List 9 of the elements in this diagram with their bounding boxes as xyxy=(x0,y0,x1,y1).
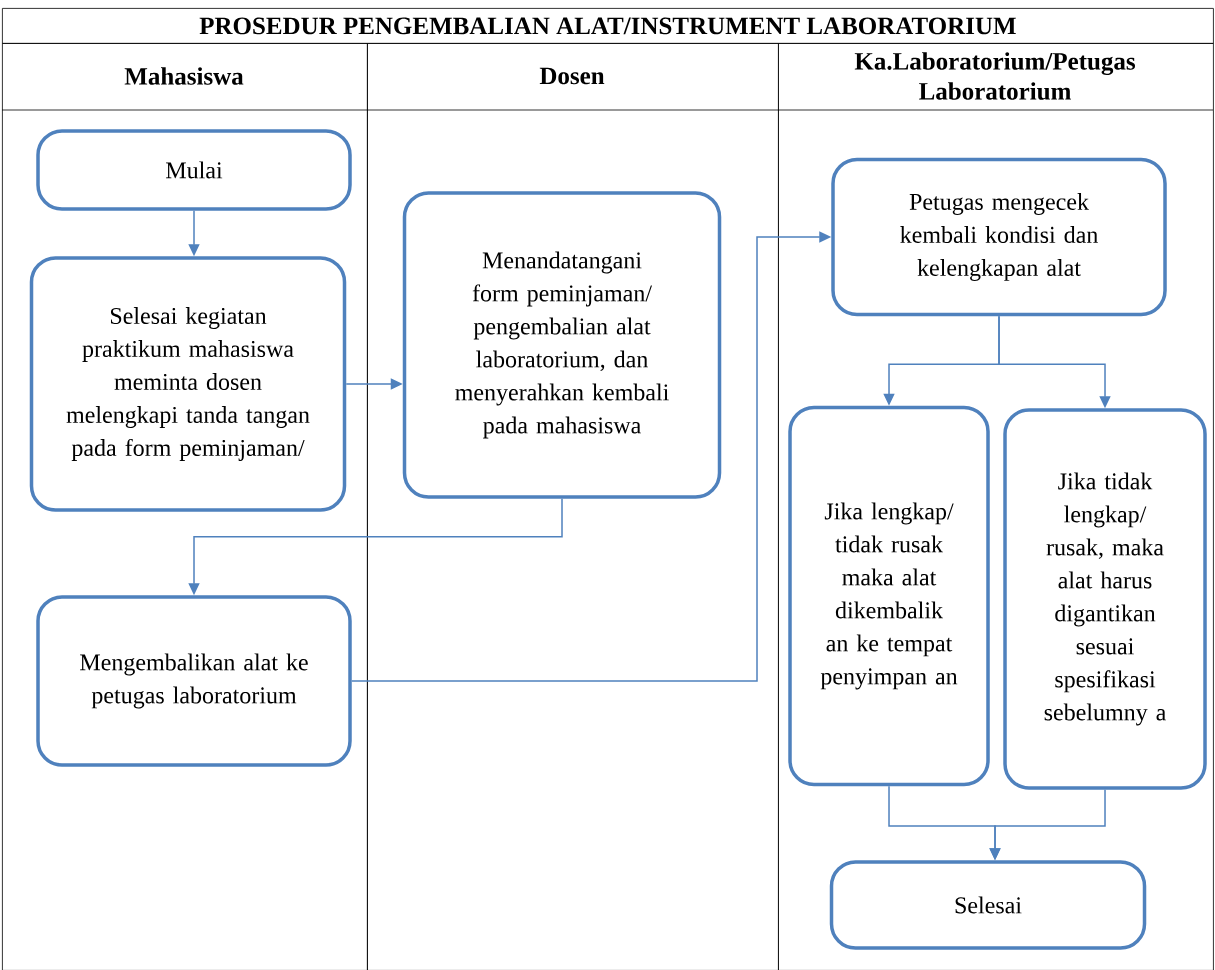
process-box: Jika lengkap/ tidak rusak maka alat dikembalik an ke tempat penyimpan an xyxy=(788,405,990,787)
process-box: Mengembalikan alat ke petugas laboratorium xyxy=(36,595,352,767)
process-box: Selesai xyxy=(829,860,1147,950)
process-box: Menandatangani form peminjaman/ pengembalian alat laboratorium, dan menyerahkan kembali pada mahasiswa xyxy=(402,191,722,499)
process-box: Selesai kegiatan praktikum mahasiswa meminta dosen melengkapi tanda tangan pada form peminjaman/ xyxy=(29,256,347,512)
process-box: Petugas mengecek kembali kondisi dan kelengkapan alat xyxy=(831,157,1167,317)
process-box: Jika tidak lengkap/ rusak, maka alat harus digantikan sesuai spesifikasi sebelumny a xyxy=(1003,408,1207,790)
title: PROSEDUR PENGEMBALIAN ALAT/INSTRUMENT LABORATORIUM xyxy=(2,8,1214,44)
process-box: Mulai xyxy=(36,129,352,211)
